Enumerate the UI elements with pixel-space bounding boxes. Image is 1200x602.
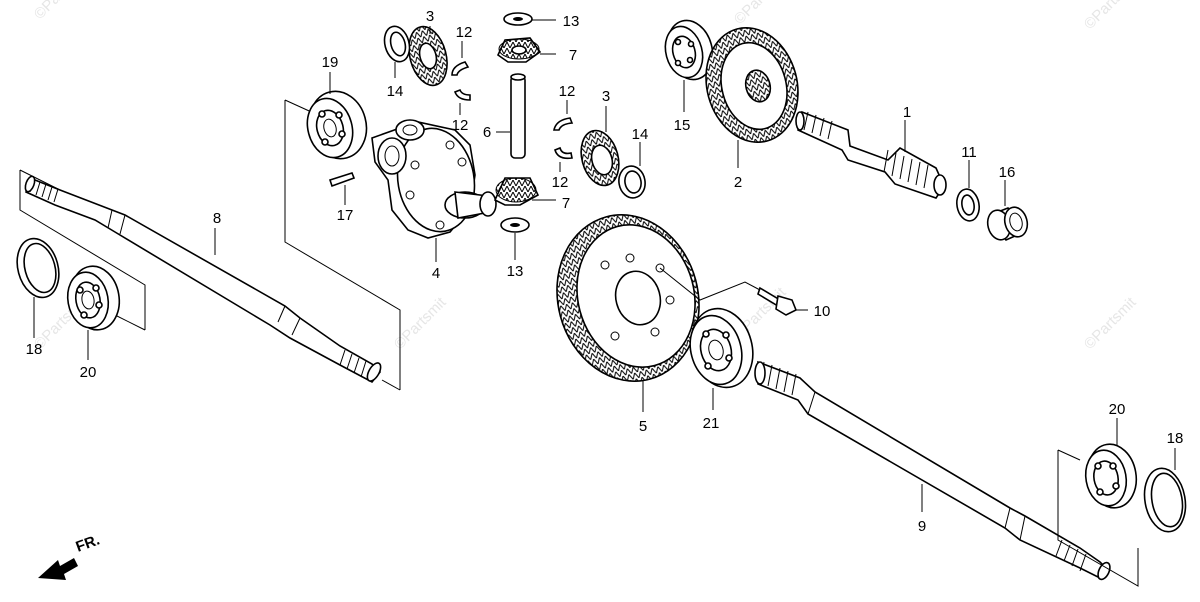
differential-case-4 (371, 119, 497, 239)
right-axle-shaft (754, 360, 1111, 581)
bearing-21 (689, 307, 754, 389)
callout-16[interactable]: 16 (999, 164, 1016, 181)
callout-7-lower[interactable]: 7 (562, 195, 570, 212)
callout-14-upper[interactable]: 14 (387, 83, 404, 100)
callout-12-c[interactable]: 12 (559, 83, 576, 100)
final-gear-5 (556, 214, 700, 382)
callout-7-upper[interactable]: 7 (569, 47, 577, 64)
bracket-19-bottom (381, 379, 401, 391)
callout-9[interactable]: 9 (918, 518, 926, 535)
callout-17[interactable]: 17 (337, 207, 354, 224)
pinion-gear-7-upper (496, 37, 542, 63)
callout-18-right[interactable]: 18 (1167, 430, 1184, 447)
left-snap-ring (16, 237, 60, 299)
callout-3-lower[interactable]: 3 (602, 88, 610, 105)
callout-8[interactable]: 8 (213, 210, 221, 227)
callout-4[interactable]: 4 (432, 265, 440, 282)
bushing-16 (986, 206, 1029, 242)
callout-10[interactable]: 10 (814, 303, 831, 320)
side-gear-3-upper (408, 25, 448, 87)
left-bearing (66, 265, 121, 331)
callout-13-lower[interactable]: 13 (507, 263, 524, 280)
washer-14-lower (618, 165, 646, 199)
clips-12-upper (451, 61, 471, 101)
pin-17 (328, 172, 356, 188)
callout-12-d[interactable]: 12 (552, 174, 569, 191)
right-snap-ring (1143, 467, 1187, 533)
callout-12-a[interactable]: 12 (456, 24, 473, 41)
callout-21[interactable]: 21 (703, 415, 720, 432)
front-indicator-label: FR. (74, 532, 103, 556)
washer-13-upper (503, 12, 533, 26)
callout-3-upper[interactable]: 3 (426, 8, 434, 25)
watermark: ©Partsmit (1081, 0, 1140, 33)
side-gear-3-lower (580, 129, 620, 187)
bearing-19 (306, 90, 368, 160)
clips-12-lower (553, 117, 574, 160)
right-bearing (1084, 443, 1138, 509)
callout-5[interactable]: 5 (639, 418, 647, 435)
washer-11 (956, 188, 980, 222)
bearing-15 (664, 19, 714, 81)
callout-15[interactable]: 15 (674, 117, 691, 134)
bracket-19 (284, 100, 401, 390)
callout-20[interactable]: 20 (80, 364, 97, 381)
left-axle-shaft (19, 169, 382, 384)
callout-12-b[interactable]: 12 (452, 117, 469, 134)
front-arrow-icon (38, 558, 78, 580)
washer-13-lower (500, 217, 530, 233)
callout-20-right[interactable]: 20 (1109, 401, 1126, 418)
callout-2[interactable]: 2 (734, 174, 742, 191)
washer-14-upper (383, 25, 411, 63)
callout-14-lower[interactable]: 14 (632, 126, 649, 143)
callout-6[interactable]: 6 (483, 124, 491, 141)
callout-18[interactable]: 18 (26, 341, 43, 358)
bolt-10 (757, 286, 798, 316)
callout-13-upper[interactable]: 13 (563, 13, 580, 30)
callout-11[interactable]: 11 (961, 144, 977, 161)
gear-2 (705, 26, 799, 144)
bracket-right-top (1057, 449, 1081, 461)
countershaft-1 (795, 110, 947, 199)
pinion-shaft-6 (510, 73, 526, 159)
watermark: ©Partsmit (31, 0, 90, 23)
pinion-gear-7-lower (493, 177, 540, 206)
callout-1[interactable]: 1 (903, 104, 911, 121)
watermark: ©Partsmit (731, 0, 790, 28)
bracket-right (1057, 450, 1139, 587)
callout-19[interactable]: 19 (322, 54, 339, 71)
watermark: ©Partsmit (1081, 294, 1140, 353)
